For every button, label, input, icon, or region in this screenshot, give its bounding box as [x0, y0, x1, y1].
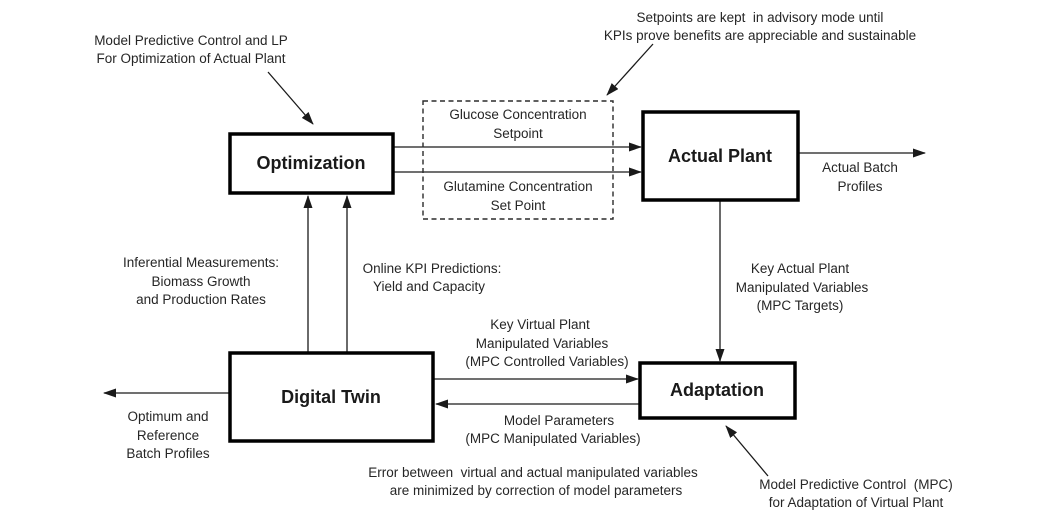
label-key-actual-plant: Key Actual Plant Manipulated Variables (… — [736, 261, 869, 313]
note-mpc-lp-line1: Model Predictive Control and LP — [94, 33, 288, 48]
key-virtual-line1: Key Virtual Plant — [490, 317, 590, 332]
label-optimum-reference: Optimum and Reference Batch Profiles — [126, 409, 210, 461]
model-params-line1: Model Parameters — [504, 413, 615, 428]
note-mpc-adaptation-line2: for Adaptation of Virtual Plant — [769, 495, 944, 510]
arrow-note-advisory — [606, 43, 654, 96]
label-model-parameters: Model Parameters (MPC Manipulated Variab… — [465, 413, 640, 446]
label-key-virtual-plant: Key Virtual Plant Manipulated Variables … — [465, 317, 628, 369]
note-advisory: Setpoints are kept in advisory mode unti… — [604, 10, 916, 43]
online-kpi-line2: Yield and Capacity — [373, 279, 485, 294]
adaptation-box — [638, 361, 797, 420]
label-inferential-measurements: Inferential Measurements: Biomass Growth… — [123, 255, 279, 307]
online-kpi-line1: Online KPI Predictions: — [363, 261, 502, 276]
actual-plant-box — [641, 110, 800, 202]
connectors — [103, 43, 926, 477]
glucose-setpoint-line1: Glucose Concentration — [449, 107, 586, 122]
node-optimization: Optimization — [228, 132, 395, 195]
node-adaptation: Adaptation — [638, 361, 797, 420]
label-actual-batch-profiles: Actual Batch Profiles — [822, 160, 898, 194]
key-virtual-line2: Manipulated Variables — [476, 336, 609, 351]
setpoints-dashed-box: Glucose Concentration Setpoint Glutamine… — [422, 100, 614, 220]
optimization-box — [228, 132, 395, 195]
note-error-line2: are minimized by correction of model par… — [390, 483, 683, 498]
arrow-note-mpc-adaptation — [725, 425, 769, 477]
glutamine-setpoint-line2: Set Point — [491, 198, 546, 213]
glutamine-setpoint-line1: Glutamine Concentration — [443, 179, 592, 194]
inferential-line2: Biomass Growth — [151, 274, 250, 289]
arrow-note-mpc-lp — [267, 71, 314, 125]
optimization-label: Optimization — [257, 153, 366, 173]
adaptation-label: Adaptation — [670, 380, 764, 400]
note-mpc-adaptation: Model Predictive Control (MPC) for Adapt… — [759, 477, 953, 510]
optimum-line2: Reference — [137, 428, 199, 443]
key-actual-line3: (MPC Targets) — [757, 298, 844, 313]
actual-batch-line1: Actual Batch — [822, 160, 898, 175]
label-online-kpi: Online KPI Predictions: Yield and Capaci… — [363, 261, 502, 294]
key-virtual-line3: (MPC Controlled Variables) — [465, 354, 628, 369]
key-actual-line1: Key Actual Plant — [751, 261, 850, 276]
inferential-line3: and Production Rates — [136, 292, 266, 307]
setpoints-dashed-border — [422, 100, 614, 220]
note-mpc-lp: Model Predictive Control and LP For Opti… — [94, 33, 288, 66]
note-advisory-line1: Setpoints are kept in advisory mode unti… — [637, 10, 884, 25]
digital-twin-box — [228, 351, 435, 443]
optimum-line1: Optimum and — [127, 409, 208, 424]
note-error-line1: Error between virtual and actual manipul… — [368, 465, 698, 480]
digital-twin-label: Digital Twin — [281, 387, 381, 407]
glucose-setpoint-line2: Setpoint — [493, 126, 543, 141]
note-error: Error between virtual and actual manipul… — [368, 465, 698, 498]
optimum-line3: Batch Profiles — [126, 446, 210, 461]
actual-plant-label: Actual Plant — [668, 146, 772, 166]
note-mpc-lp-line2: For Optimization of Actual Plant — [96, 51, 285, 66]
note-advisory-line2: KPIs prove benefits are appreciable and … — [604, 28, 916, 43]
inferential-line1: Inferential Measurements: — [123, 255, 279, 270]
key-actual-line2: Manipulated Variables — [736, 280, 869, 295]
node-digital-twin: Digital Twin — [228, 351, 435, 443]
model-params-line2: (MPC Manipulated Variables) — [465, 431, 640, 446]
actual-batch-line2: Profiles — [837, 179, 882, 194]
node-actual-plant: Actual Plant — [641, 110, 800, 202]
note-mpc-adaptation-line1: Model Predictive Control (MPC) — [759, 477, 953, 492]
